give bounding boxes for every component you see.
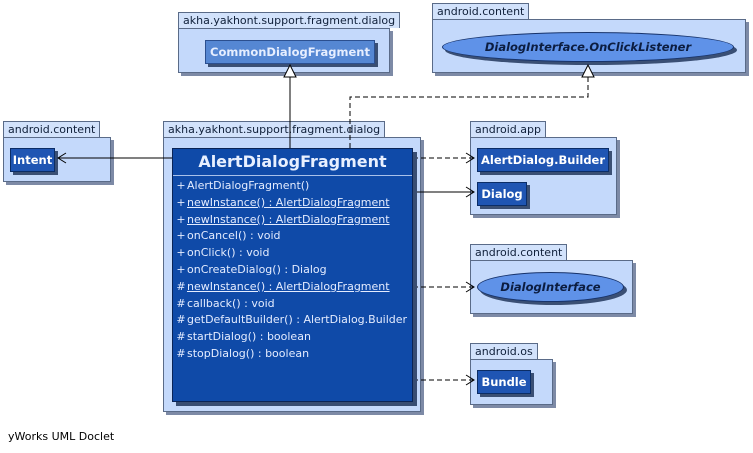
visibility-marker: + [176, 246, 186, 260]
realization-line [349, 77, 589, 148]
member-list: +AlertDialogFragment()+newInstance() : A… [173, 176, 412, 363]
realization-arrowhead [581, 63, 595, 78]
member-signature: onClick() : void [187, 246, 270, 260]
package-tab-app: android.app [470, 121, 546, 137]
visibility-marker: # [176, 313, 186, 327]
package-label: android.app [475, 123, 541, 136]
class-label: AlertDialog.Builder [480, 153, 606, 167]
class-bundle[interactable]: Bundle [477, 370, 531, 394]
package-tab-left: android.content [3, 121, 101, 137]
package-label: akha.yakhont.support.fragment.dialog [183, 14, 396, 27]
visibility-marker: + [176, 262, 186, 276]
package-label: android.content [475, 246, 563, 259]
member-row[interactable]: #startDialog() : boolean [173, 329, 412, 346]
package-label: akha.yakhont.support.fragment.dialog [168, 123, 381, 136]
class-common-dialog-fragment[interactable]: CommonDialogFragment [205, 40, 375, 64]
member-row[interactable]: +onClick() : void [173, 245, 412, 262]
package-tab-os: android.os [470, 343, 538, 359]
class-alert-dialog-builder[interactable]: AlertDialog.Builder [477, 148, 609, 172]
member-signature: newInstance() : AlertDialogFragment [187, 212, 390, 226]
package-tab-main: akha.yakhont.support.fragment.dialog [163, 121, 386, 137]
interface-label: DialogInterface [500, 280, 601, 294]
member-signature: AlertDialogFragment() [187, 179, 310, 192]
class-label: Intent [12, 153, 53, 167]
dependency-bundle-arrowhead [465, 374, 475, 386]
package-label: android.os [475, 345, 533, 358]
member-row[interactable]: +onCancel() : void [173, 228, 412, 245]
member-row[interactable]: +newInstance() : AlertDialogFragment [173, 212, 412, 229]
class-label: Bundle [481, 375, 527, 389]
package-tab-top-left: akha.yakhont.support.fragment.dialog [178, 12, 401, 28]
class-dialog[interactable]: Dialog [477, 182, 527, 206]
member-row[interactable]: +newInstance() : AlertDialogFragment [173, 195, 412, 212]
association-intent-arrowhead [57, 152, 67, 164]
member-signature: getDefaultBuilder() : AlertDialog.Builde… [187, 313, 408, 327]
member-row[interactable]: +onCreateDialog() : Dialog [173, 262, 412, 279]
package-label: android.content [437, 5, 525, 18]
visibility-marker: + [176, 229, 186, 243]
interface-dialog-interface[interactable]: DialogInterface [477, 272, 624, 302]
class-alert-dialog-fragment[interactable]: AlertDialogFragment +AlertDialogFragment… [172, 148, 413, 402]
class-intent[interactable]: Intent [10, 148, 55, 172]
generalization-arrowhead [283, 63, 297, 78]
member-row[interactable]: #getDefaultBuilder() : AlertDialog.Build… [173, 312, 412, 329]
member-row[interactable]: +AlertDialogFragment() [173, 178, 412, 195]
member-row[interactable]: #stopDialog() : boolean [173, 346, 412, 363]
visibility-marker: # [176, 279, 186, 293]
member-row[interactable]: #callback() : void [173, 296, 412, 313]
member-signature: startDialog() : boolean [187, 330, 311, 344]
package-label: android.content [8, 123, 96, 136]
interface-on-click-listener[interactable]: DialogInterface.OnClickListener [442, 32, 734, 62]
class-label: Dialog [481, 187, 523, 201]
dependency-dialoginterface-arrowhead [465, 281, 475, 293]
association-dialog-arrowhead [465, 186, 475, 198]
visibility-marker: # [176, 330, 186, 344]
package-tab-top-right: android.content [432, 3, 530, 19]
dependency-builder-arrowhead [465, 152, 475, 164]
visibility-marker: # [176, 296, 186, 310]
visibility-marker: + [176, 212, 186, 226]
visibility-marker: + [176, 195, 186, 209]
interface-label: DialogInterface.OnClickListener [484, 40, 692, 54]
member-signature: callback() : void [187, 296, 275, 310]
member-signature: onCancel() : void [187, 229, 281, 243]
visibility-marker: + [176, 179, 186, 192]
member-signature: newInstance() : AlertDialogFragment [187, 195, 390, 209]
package-tab-content-right: android.content [470, 244, 568, 260]
member-signature: stopDialog() : boolean [187, 346, 310, 360]
footer-caption: yWorks UML Doclet [8, 430, 115, 443]
member-signature: onCreateDialog() : Dialog [187, 262, 327, 276]
class-label: CommonDialogFragment [210, 45, 370, 59]
visibility-marker: # [176, 346, 186, 360]
member-signature: newInstance() : AlertDialogFragment [187, 279, 390, 293]
member-row[interactable]: #newInstance() : AlertDialogFragment [173, 279, 412, 296]
package-left [3, 137, 111, 182]
class-title: AlertDialogFragment [173, 149, 412, 176]
